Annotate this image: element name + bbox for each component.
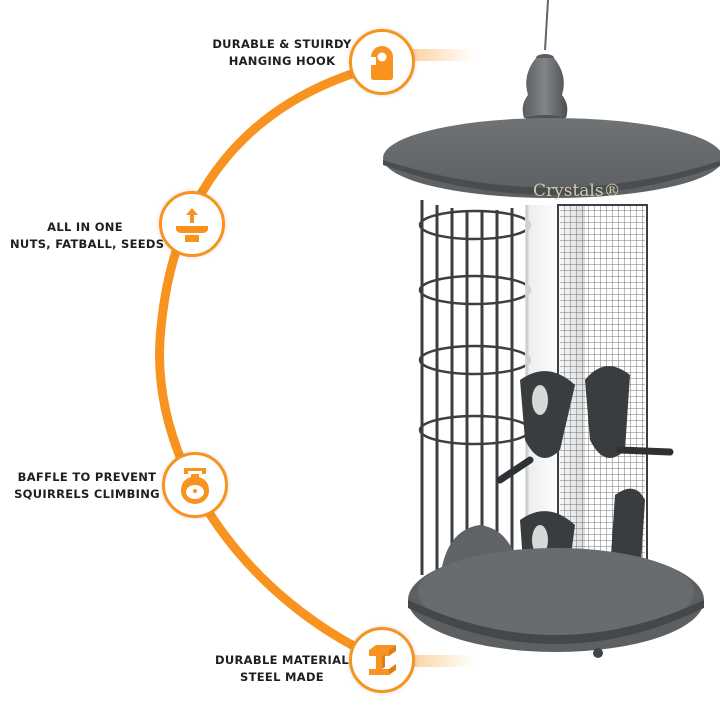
feeder-tray-upload-icon	[176, 208, 208, 242]
baffle-bell-icon	[181, 468, 209, 504]
feature-label-baffle: BAFFLE TO PREVENT SQUIRRELS CLIMBING	[14, 470, 160, 501]
steel-i-beam-icon	[369, 645, 396, 675]
feature-label-all-in-one: ALL IN ONE NUTS, FATBALL, SEEDS	[10, 220, 165, 251]
brand-logo: Crystals®	[533, 181, 621, 201]
feature-circle-all-in-one	[159, 191, 225, 257]
feature-label-steel-material: DURABLE MATERIAL STEEL MADE	[215, 653, 349, 684]
feature-circle-baffle	[162, 452, 228, 518]
door-hanger-icon	[371, 46, 393, 80]
feature-circle-steel-material	[349, 627, 415, 693]
feature-circle-hanging-hook	[349, 29, 415, 95]
feature-label-hanging-hook: DURABLE & STUIRDY HANGING HOOK	[212, 37, 352, 68]
